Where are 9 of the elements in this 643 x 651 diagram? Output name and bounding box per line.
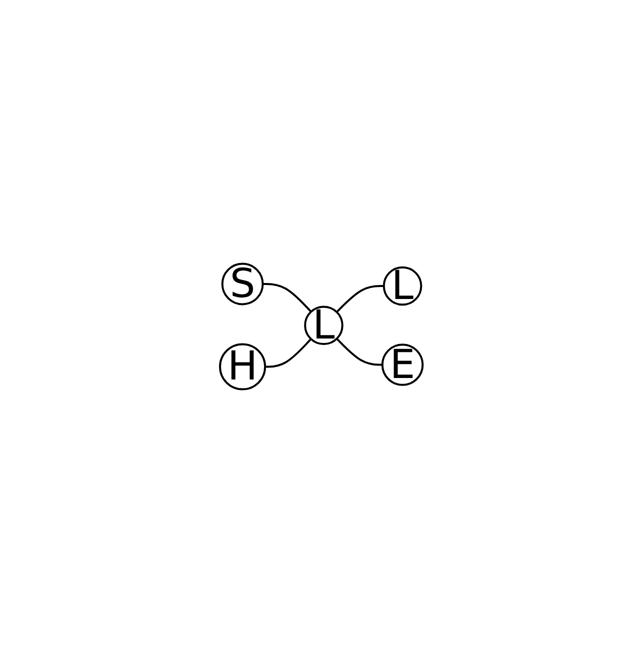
connector: [265, 338, 312, 368]
node-circle: E: [382, 344, 424, 386]
connector: [262, 283, 312, 313]
node-circle: H: [219, 343, 266, 390]
node-circle: L: [304, 306, 344, 346]
connector: [336, 338, 383, 366]
node-circle: S: [222, 262, 264, 306]
node-circle: L: [383, 266, 422, 306]
connector: [336, 285, 384, 313]
